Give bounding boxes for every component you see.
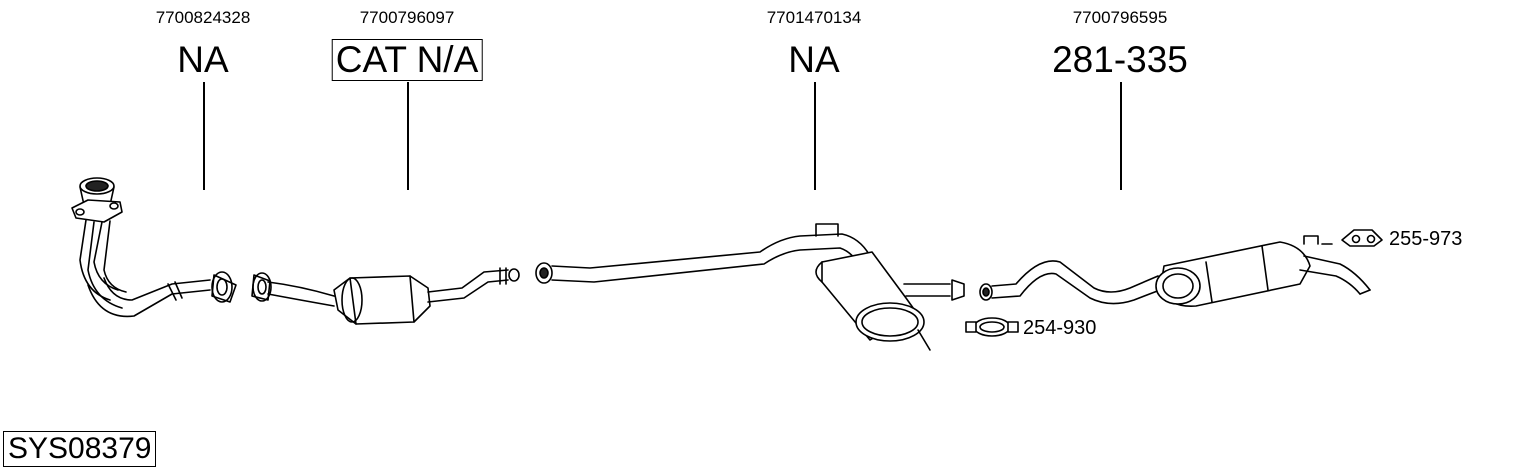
part-1-oem-number: 7700824328 [155,8,251,27]
catalytic-converter-part[interactable] [252,268,519,324]
part-2-leader-line [407,82,409,190]
part-2-reference[interactable]: CAT N/A [331,39,483,81]
rear-silencer-part[interactable] [980,236,1370,306]
part-4-reference[interactable]: 281-335 [1052,39,1188,80]
part-4-leader-line [1120,82,1122,190]
centre-silencer-part[interactable] [536,224,964,350]
front-downpipe-part[interactable] [72,178,236,316]
rubber-hanger-icon[interactable] [1342,230,1382,246]
part-1-leader-line [203,82,205,190]
part-1-reference[interactable]: NA [177,39,229,80]
hanger-reference[interactable]: 255-973 [1389,228,1463,250]
part-3-leader-line [814,82,816,190]
pipe-clamp-icon[interactable] [966,318,1018,336]
part-3-reference[interactable]: NA [788,39,840,80]
clamp-reference[interactable]: 254-930 [1023,317,1097,339]
part-2-oem-number: 7700796097 [359,8,455,27]
part-4-oem-number: 7700796595 [1072,8,1168,27]
system-id-label: SYS08379 [3,431,157,467]
part-3-oem-number: 7701470134 [766,8,862,27]
